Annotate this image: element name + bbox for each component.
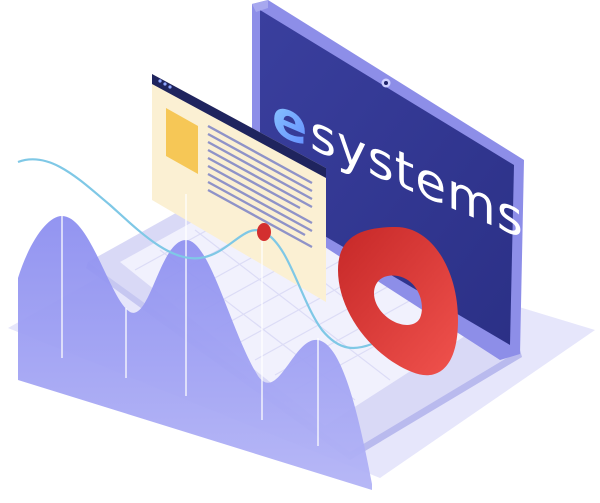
text-lines (207, 124, 313, 249)
marker-dot (257, 223, 271, 241)
laptop-screen (252, 0, 524, 360)
browser-window (152, 74, 326, 302)
wave-chart (18, 194, 372, 490)
keyboard (120, 182, 465, 426)
three-dot-icon (158, 79, 172, 89)
trend-line (17, 158, 373, 350)
thumbnail (166, 108, 198, 174)
donut-chart (338, 227, 458, 376)
